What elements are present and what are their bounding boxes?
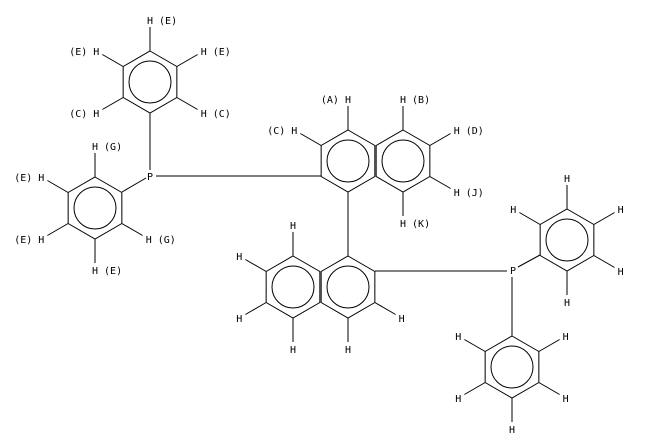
hydrogen-label: H (B) [400,95,430,106]
hydrogen-label: H [564,174,570,185]
c-h-bond [538,339,560,352]
naphthyl-lower-ring-b-aromatic-circle [271,265,315,309]
hydrogen-label: H (G) [92,142,122,153]
c-h-bond [47,223,69,236]
c-h-bond [593,255,615,268]
c-h-bond [121,223,143,236]
hydrogen-label: H (E) [201,47,231,58]
hydrogen-label: H [510,205,516,216]
hydrogen-label: H [509,425,515,436]
c-h-bond [464,339,486,352]
c-h-bond [519,212,541,225]
hydrogen-label: (E) H [14,235,44,246]
p1-phenyl-left-bond [121,177,147,193]
hydrogen-label: H (D) [454,126,484,137]
phenyl-right-hexagon [539,208,595,272]
naphthyl-lower-ring-a-aromatic-circle [326,265,370,309]
hydrogen-label: (C) H [69,109,99,120]
hydrogen-label: H (G) [146,235,176,246]
c-h-bond [102,97,124,110]
hydrogen-label: H [290,345,296,356]
hydrogen-label: (C) H [267,126,297,137]
phenyl-top-left-hexagon [122,50,178,114]
naphthyl-upper-ring-b-hexagon [375,129,431,193]
hydrogen-label: H (E) [147,16,177,27]
hydrogen-label: (E) H [69,47,99,58]
c-h-bond [464,382,486,395]
hydrogen-label: H [290,221,296,232]
hydrogen-label: (A) H [321,95,351,106]
naphthyl-lower-ring-b-hexagon [265,255,321,319]
c-h-bond [245,302,267,315]
hydrogen-label: H [563,332,569,343]
phenyl-top-left-aromatic-circle [128,60,172,104]
hydrogen-label: H [345,345,351,356]
c-h-bond [176,97,198,110]
c-h-bond [102,54,124,67]
naphthyl-upper-ring-b-aromatic-circle [381,139,425,183]
hydrogen-label: H (K) [400,219,430,230]
phenyl-bottom-right-hexagon [484,335,540,399]
hydrogen-label: H [455,332,461,343]
hydrogen-label: H [563,394,569,405]
hydrogen-label: H [455,394,461,405]
phenyl-bottom-right-aromatic-circle [490,345,534,389]
hydrogen-label: H (E) [92,266,122,277]
p2-phenyl-right-bond [517,254,541,268]
hydrogen-label: H [236,314,242,325]
c-h-bond [593,212,615,225]
c-h-bond [429,133,451,146]
phosphorus-atom-1: P [147,172,153,183]
phenyl-right-aromatic-circle [545,218,589,262]
c-h-bond [47,180,69,193]
c-h-bond [374,302,396,315]
c-h-bond [538,382,560,395]
c-h-bond [245,259,267,272]
hydrogen-label: H [564,298,570,309]
naphthyl-upper-ring-a-aromatic-circle [326,139,370,183]
hydrogen-label: H [618,267,624,278]
c-h-bond [429,176,451,189]
hydrogen-label: H [399,314,405,325]
hydrogen-label: H [236,252,242,263]
naphthyl-lower-ring-a-hexagon [320,255,376,319]
hydrogen-label: H [618,205,624,216]
hydrogen-label: H (J) [454,188,484,199]
phosphorus-atom-2: P [510,266,516,277]
phenyl-left-hexagon [67,176,123,240]
phenyl-left-aromatic-circle [73,186,117,230]
naphthyl-upper-ring-a-hexagon [320,129,376,193]
c-h-bond [300,133,322,146]
c-h-bond [176,54,198,67]
hydrogen-label: (E) H [14,173,44,184]
hydrogen-label: H (C) [201,109,231,120]
